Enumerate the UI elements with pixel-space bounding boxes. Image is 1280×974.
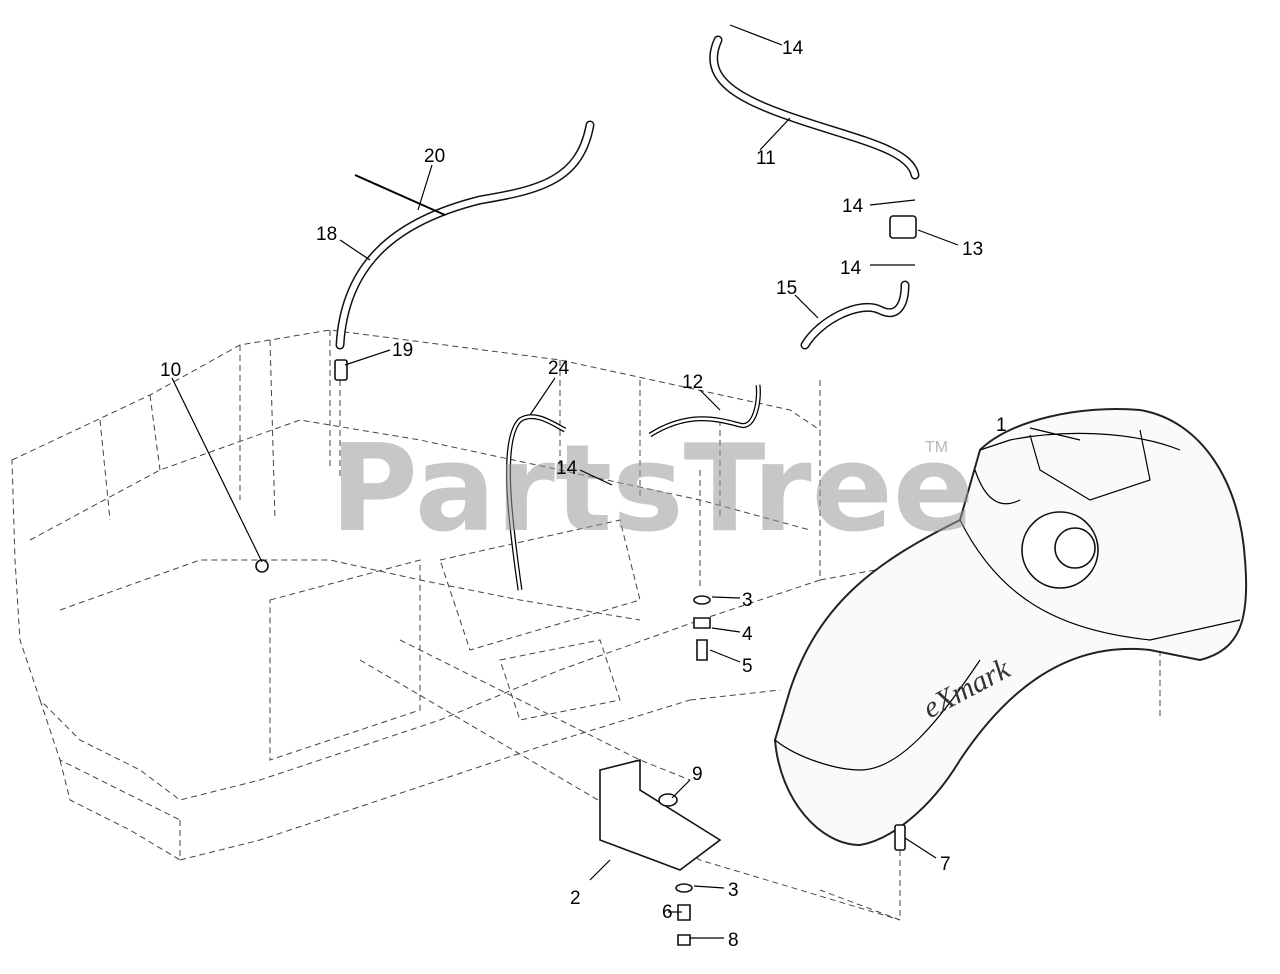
callout-10: 10 — [160, 360, 181, 381]
hoses — [335, 35, 920, 591]
callout-20: 20 — [424, 146, 445, 167]
callout-3-lower: 3 — [728, 880, 739, 901]
washer-icon — [693, 595, 711, 605]
watermark-trademark: TM — [925, 439, 948, 456]
watermark-text: PartsTree — [330, 420, 974, 559]
callout-leaders — [171, 24, 1081, 939]
callout-3-upper: 3 — [742, 590, 753, 611]
callouts: 1 2 3 3 4 5 6 7 8 9 10 11 12 13 14 14 14… — [160, 38, 1007, 951]
callout-7: 7 — [940, 854, 951, 875]
callout-14-center: 14 — [556, 458, 578, 479]
callout-24: 24 — [548, 358, 570, 379]
fuel-tank: eXmark — [773, 408, 1248, 847]
callout-14-top: 14 — [782, 38, 804, 59]
callout-2: 2 — [570, 888, 581, 909]
callout-6: 6 — [662, 902, 673, 923]
callout-19: 19 — [392, 340, 413, 361]
callout-13: 13 — [962, 239, 983, 260]
callout-14-filter-lower: 14 — [840, 258, 862, 279]
callout-4: 4 — [742, 624, 753, 645]
callout-9: 9 — [692, 764, 703, 785]
bracket-icon — [599, 758, 722, 871]
callout-18: 18 — [316, 224, 337, 245]
grommet-icon — [255, 559, 269, 573]
callout-15: 15 — [776, 278, 797, 299]
callout-8: 8 — [728, 930, 739, 951]
fitting-icon — [334, 359, 348, 381]
callout-11: 11 — [756, 148, 776, 169]
fuel-filter-icon — [889, 215, 917, 239]
callout-12: 12 — [682, 372, 703, 393]
callout-5: 5 — [742, 656, 753, 677]
callout-1: 1 — [996, 415, 1007, 436]
small-parts — [255, 215, 917, 946]
callout-14-filter-upper: 14 — [842, 196, 864, 217]
